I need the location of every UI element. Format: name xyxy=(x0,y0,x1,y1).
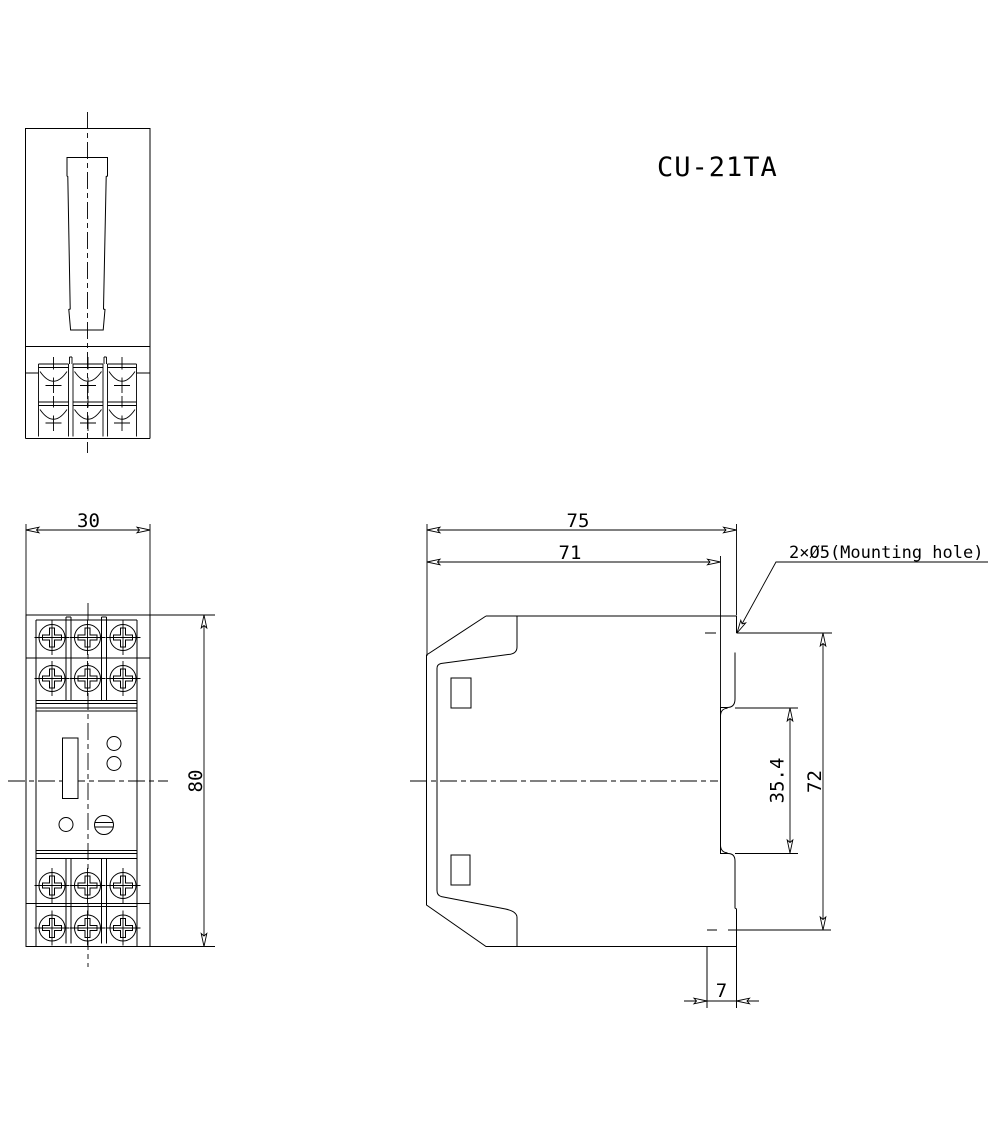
terminal-screw xyxy=(105,867,141,904)
adjust-screw-slot xyxy=(95,822,113,828)
top-view-body xyxy=(25,128,151,439)
dim-depth-overall: 75 xyxy=(426,510,737,656)
terminal-screw xyxy=(34,619,70,656)
dim-value-71: 71 xyxy=(559,542,582,564)
terminal-screw xyxy=(69,619,106,656)
dim-value-35-4: 35.4 xyxy=(767,758,789,804)
adjust-screw xyxy=(94,815,114,835)
terminal-screw xyxy=(34,910,70,946)
terminal-screw xyxy=(105,660,141,697)
side-view xyxy=(410,615,737,1008)
side-view-inner-contour xyxy=(436,616,518,947)
dim-front-height: 80 xyxy=(150,614,215,947)
top-view xyxy=(25,112,151,453)
indicator-led xyxy=(106,756,122,771)
mounting-hole-label: 2×Ø5(Mounting hole) xyxy=(789,543,983,563)
dim-depth-body: 71 xyxy=(426,542,721,708)
side-view-notch-fillets xyxy=(720,707,728,854)
terminal-screw xyxy=(69,910,106,946)
terminal-screw xyxy=(69,867,106,904)
front-label-window xyxy=(62,737,79,799)
dim-value-75: 75 xyxy=(567,510,590,532)
dim-hole-span: 72 xyxy=(728,632,832,931)
dim-front-width: 30 xyxy=(25,510,151,615)
dim-groove: 35.4 xyxy=(735,707,798,854)
mounting-hole-centerline-ticks xyxy=(705,632,717,931)
top-view-slot xyxy=(66,157,108,331)
drawing-title: CU-21TA xyxy=(657,152,778,183)
terminal-screw xyxy=(34,867,70,904)
terminal-screw xyxy=(105,619,141,656)
indicator-led xyxy=(106,736,122,751)
dim-value-72: 72 xyxy=(804,770,826,793)
front-button xyxy=(58,817,74,832)
terminal-screw xyxy=(69,660,106,697)
front-view xyxy=(8,603,168,967)
dim-value-80: 80 xyxy=(185,770,207,793)
top-view-terminal-block xyxy=(38,356,137,437)
side-view-slots xyxy=(450,677,472,886)
terminal-screw xyxy=(34,660,70,697)
dim-value-30: 30 xyxy=(77,510,100,532)
dim-clip-width: 7 xyxy=(684,980,759,1005)
mounting-hole-note: 2×Ø5(Mounting hole) xyxy=(736,543,988,634)
dim-value-7: 7 xyxy=(716,980,727,1002)
din-clip-tab xyxy=(706,946,737,1008)
side-view-outline xyxy=(426,615,737,947)
terminal-screw xyxy=(105,910,141,946)
